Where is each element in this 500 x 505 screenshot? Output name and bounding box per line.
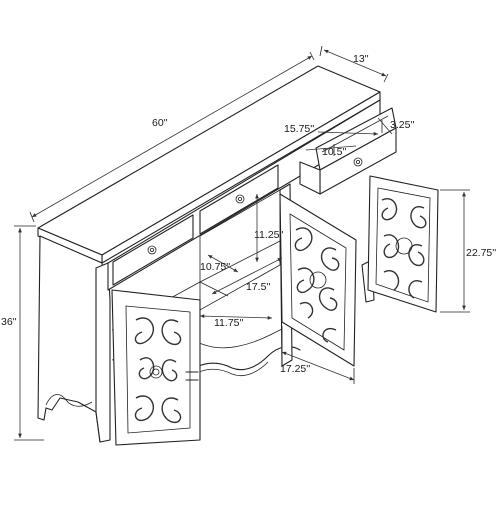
drawer-left-knob — [147, 245, 157, 255]
dim-line-overall-width — [31, 55, 313, 218]
dim-line-interior-width — [211, 257, 283, 295]
drawer-left-knob-center — [149, 247, 154, 252]
door-middle-scroll-pattern — [294, 227, 340, 343]
door-left-handle — [185, 371, 199, 381]
door-left — [111, 289, 201, 446]
dimension-lines — [14, 45, 470, 441]
label-interior-height: 11.25'' — [254, 229, 284, 241]
label-drawer-width: 15.75'' — [284, 123, 314, 135]
label-drawer-inner-depth: 10.5'' — [322, 146, 346, 158]
drawer-right-side — [299, 161, 321, 195]
dimension-labels: 60'' 13'' 15.75'' 3.25'' 10.5'' 11.25'' … — [1, 53, 496, 375]
label-interior-width-mid: 17.5'' — [246, 281, 270, 293]
door-right-medallion — [395, 237, 413, 255]
label-drawer-height: 3.25'' — [390, 119, 414, 131]
label-door-width: 17.25'' — [280, 363, 310, 375]
door-right — [367, 175, 439, 313]
drawer-left — [112, 214, 194, 286]
dim-line-drawer-height — [377, 117, 393, 135]
door-left-medallion-inner — [152, 368, 160, 376]
label-interior-depth-bottom: 11.75'' — [214, 317, 244, 329]
side-skirt — [45, 394, 93, 407]
drawer-right-knob — [353, 157, 363, 167]
front-skirt-lower — [187, 361, 269, 379]
door-left-scroll-pattern — [134, 317, 182, 424]
label-overall-width: 60'' — [152, 117, 168, 129]
dim-line-drawer-depth — [305, 145, 357, 151]
dim-line-depth — [323, 49, 387, 77]
drawer-right-knob-center — [355, 159, 360, 164]
door-left-medallion — [149, 365, 163, 379]
door-right-scroll-pattern — [381, 198, 427, 299]
label-overall-height: 36'' — [1, 316, 17, 328]
door-middle-medallion — [309, 271, 327, 289]
dim-line-interior-depth-bottom — [199, 314, 273, 320]
dim-line-drawer-width — [317, 131, 379, 136]
label-interior-depth-left: 10.75'' — [200, 261, 230, 273]
dim-line-door-width — [281, 351, 355, 381]
label-depth: 13'' — [353, 53, 369, 65]
label-door-height: 22.75'' — [466, 247, 496, 259]
